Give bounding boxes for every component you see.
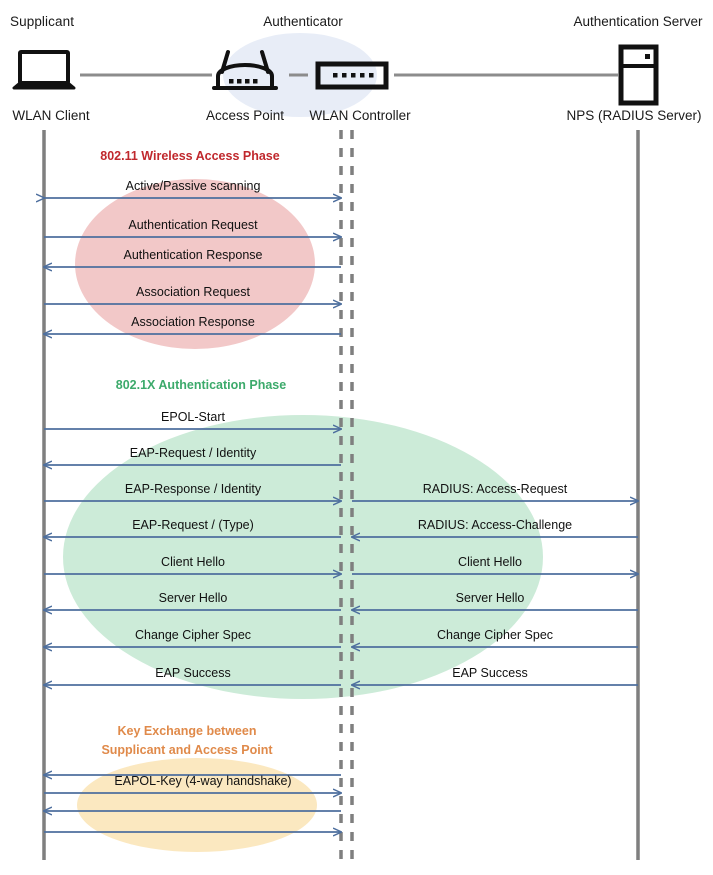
message-m9-label: EAP-Request / (Type): [132, 518, 254, 532]
message-m1-label: Active/Passive scanning: [125, 179, 261, 193]
message-m10-label: Client Hello: [161, 555, 225, 569]
phase-label-key-exchange-line1: Key Exchange between: [117, 724, 257, 738]
dot1x-authentication-phase-ellipse: [63, 415, 543, 699]
message-m4-label: Association Request: [136, 285, 250, 299]
message-m5-label: Association Response: [131, 315, 255, 329]
laptop-icon: [12, 50, 76, 90]
radius-message-r4-label: Server Hello: [455, 591, 525, 605]
key-exchange-phase-ellipse: [77, 758, 317, 852]
message-m15-label: EAPOL-Key (4-way handshake): [114, 774, 292, 788]
message-m2-label: Authentication Request: [128, 218, 258, 232]
role-label-authenticator: Authenticator: [263, 14, 343, 29]
phase-label-key-exchange-line2: Supplicant and Access Point: [101, 743, 273, 757]
message-m8-label: EAP-Response / Identity: [124, 482, 262, 496]
wireless-router-icon: [212, 50, 278, 90]
message-m6-label: EPOL-Start: [161, 410, 225, 424]
phase-ellipses: [63, 179, 543, 852]
phase-label-dot1x-authentication: 802.1X Authentication Phase: [115, 378, 287, 392]
role-label-supplicant: Supplicant: [10, 14, 75, 29]
node-label-wlan-client: WLAN Client: [12, 108, 90, 123]
radius-message-r1-label: RADIUS: Access-Request: [422, 482, 568, 496]
network-switch-icon: [315, 61, 389, 90]
radius-message-r3-label: Client Hello: [458, 555, 522, 569]
message-m7-label: EAP-Request / Identity: [129, 446, 257, 460]
role-label-authentication-server: Authentication Server: [573, 14, 703, 29]
phase-label-wireless-access: 802.11 Wireless Access Phase: [100, 149, 280, 163]
server-tower-icon: [618, 44, 659, 106]
message-arrow-layer: [44, 198, 638, 832]
message-m13-label: EAP Success: [155, 666, 231, 680]
wireless-access-phase-ellipse: [75, 179, 315, 349]
phase-label-key-exchange: Key Exchange between Supplicant and Acce…: [76, 722, 298, 760]
node-label-wlan-controller: WLAN Controller: [309, 108, 411, 123]
message-m3-label: Authentication Response: [123, 248, 263, 262]
node-label-access-point: Access Point: [205, 108, 285, 123]
radius-message-r6-label: EAP Success: [452, 666, 528, 680]
radius-message-r5-label: Change Cipher Spec: [436, 628, 554, 642]
message-m12-label: Change Cipher Spec: [134, 628, 252, 642]
radius-message-r2-label: RADIUS: Access-Challenge: [417, 518, 573, 532]
node-label-nps-server: NPS (RADIUS Server): [566, 108, 702, 123]
message-m11-label: Server Hello: [158, 591, 228, 605]
lifelines: [42, 130, 640, 860]
